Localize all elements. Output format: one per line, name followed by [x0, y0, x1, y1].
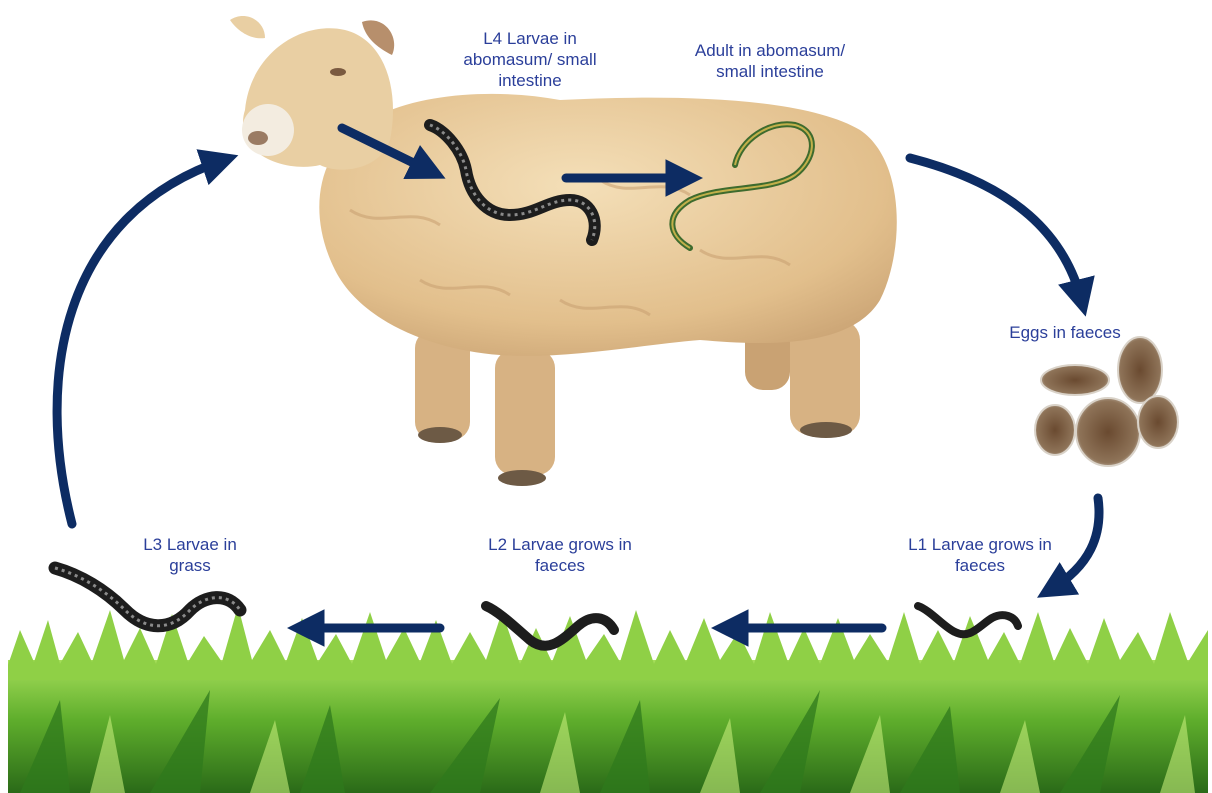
label-line: intestine	[425, 70, 635, 91]
label-line: small intestine	[665, 61, 875, 82]
grass-field	[8, 606, 1208, 793]
label-line: L2 Larvae grows in	[455, 534, 665, 555]
label-adult: Adult in abomasum/ small intestine	[665, 40, 875, 82]
label-l4-larvae: L4 Larvae in abomasum/ small intestine	[425, 28, 635, 91]
label-line: L1 Larvae grows in	[875, 534, 1085, 555]
label-eggs: Eggs in faeces	[975, 322, 1155, 343]
arrow-adult-to-eggs	[910, 158, 1082, 302]
arrow-l3-to-head	[57, 160, 224, 524]
label-l1-larvae: L1 Larvae grows in faeces	[875, 534, 1085, 576]
label-line: faeces	[875, 555, 1085, 576]
label-line: grass	[95, 555, 285, 576]
label-l2-larvae: L2 Larvae grows in faeces	[455, 534, 665, 576]
label-l3-larvae: L3 Larvae in grass	[95, 534, 285, 576]
egg-cluster-icon	[1035, 337, 1178, 466]
label-line: L3 Larvae in	[95, 534, 285, 555]
label-line: L4 Larvae in	[425, 28, 635, 49]
l1-larva-icon	[918, 606, 1018, 634]
label-line: faeces	[455, 555, 665, 576]
label-line: abomasum/ small	[425, 49, 635, 70]
label-line: Eggs in faeces	[975, 322, 1155, 343]
label-line: Adult in abomasum/	[665, 40, 875, 61]
l3-larva-icon	[55, 568, 240, 626]
